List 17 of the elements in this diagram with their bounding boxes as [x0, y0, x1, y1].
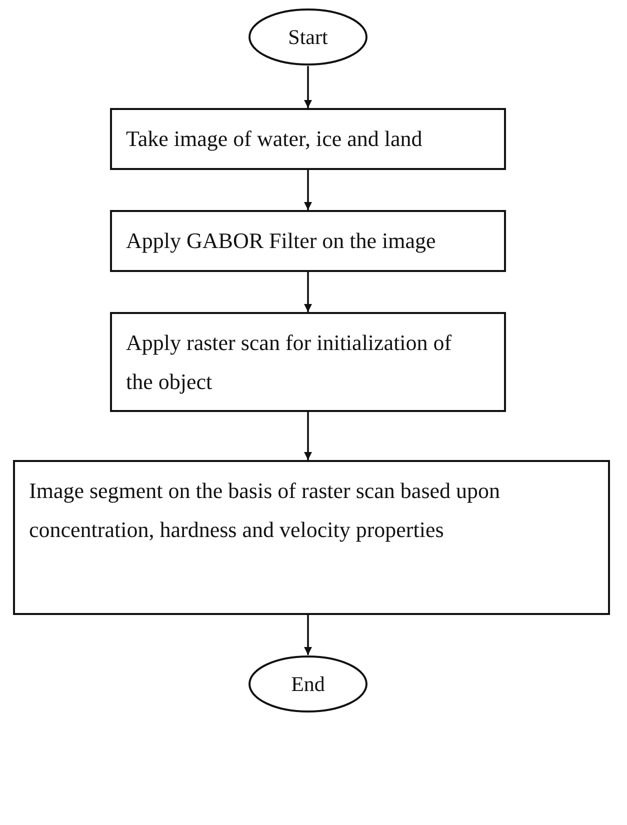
process-text: Apply GABOR Filter on the image [126, 228, 436, 253]
process-text: Apply raster scan for initialization of the object [126, 330, 452, 394]
arrow [304, 412, 312, 460]
terminal-label: Start [288, 24, 328, 50]
process-text: Image segment on the basis of raster scan based upon concentration, hardness and velocity properties [29, 478, 500, 542]
process-text: Take image of water, ice and land [126, 126, 422, 151]
process-box [110, 108, 506, 170]
terminal-ellipse [248, 655, 368, 713]
terminal-ellipse [248, 8, 368, 66]
arrow [304, 615, 312, 655]
arrow [304, 272, 312, 312]
arrow [304, 66, 312, 108]
process-box [13, 460, 610, 615]
process-box [110, 312, 506, 412]
process-box [110, 210, 506, 272]
terminal-label: End [291, 672, 325, 696]
arrow [304, 170, 312, 210]
